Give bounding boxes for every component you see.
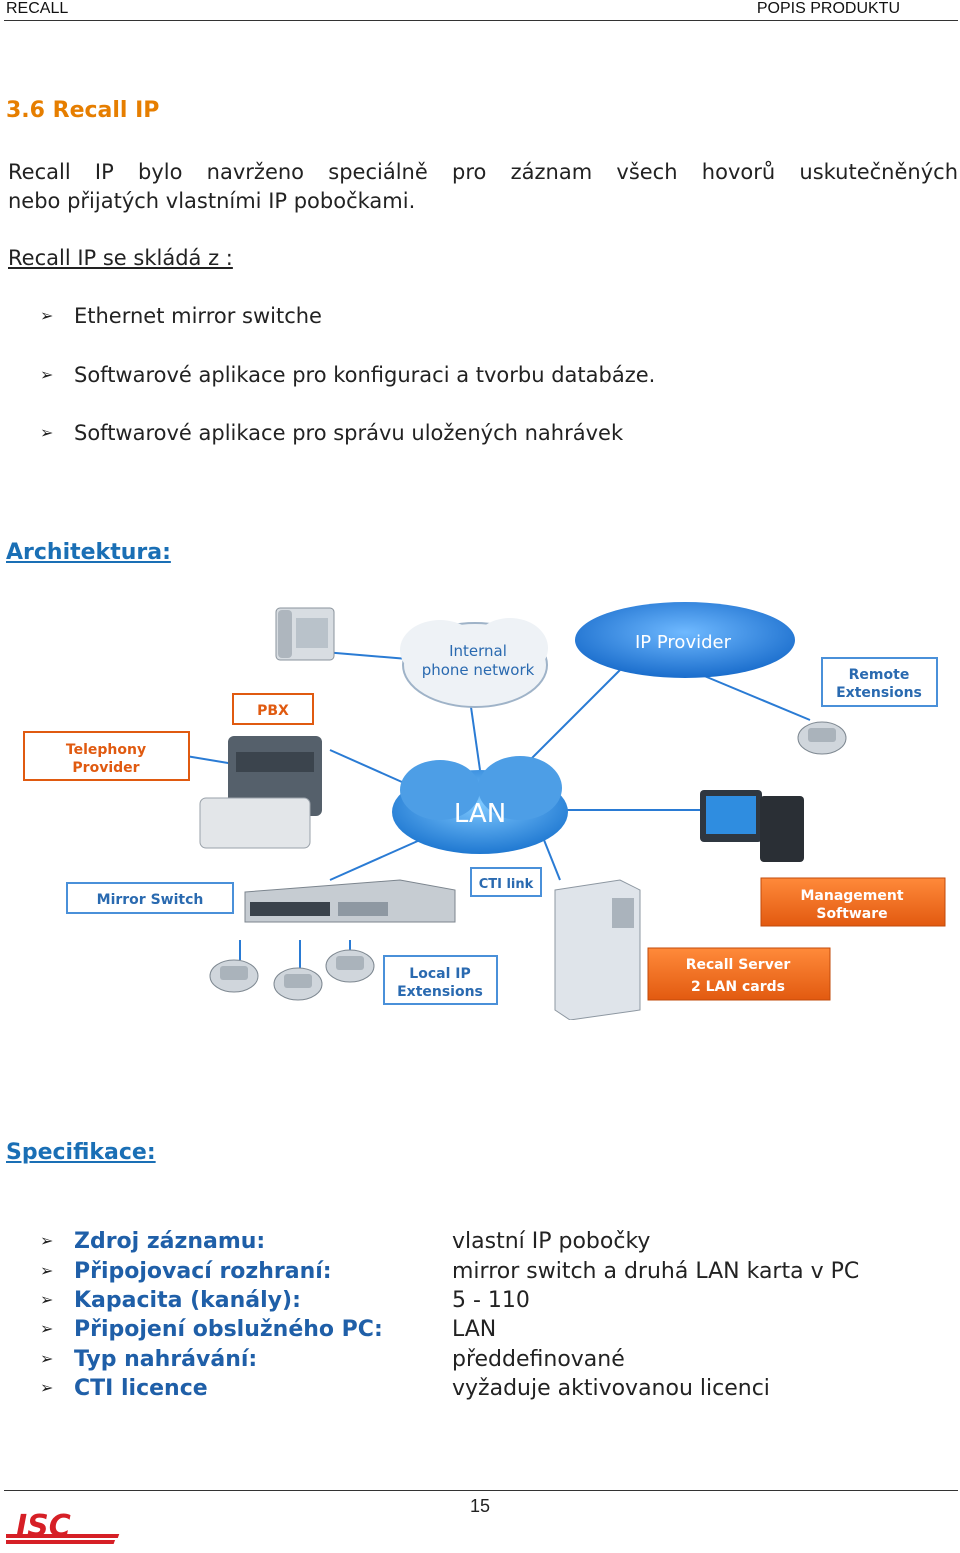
svg-text:Provider: Provider: [72, 760, 139, 776]
arrow-bullet-icon: ➢: [40, 306, 54, 325]
arrow-bullet-icon: ➢: [40, 1261, 54, 1280]
svg-text:Mirror Switch: Mirror Switch: [97, 892, 204, 908]
lan-cloud: LAN: [392, 756, 568, 854]
arrow-bullet-icon: ➢: [40, 1378, 54, 1397]
server-icon: [554, 879, 641, 1020]
svg-text:Management: Management: [800, 888, 903, 904]
management-software-box: Management Software: [760, 877, 946, 927]
architecture-heading: Architektura:: [6, 540, 171, 565]
ip-provider-cloud: IP Provider: [575, 602, 795, 678]
lan-label: LAN: [454, 799, 506, 829]
spec-row: ➢CTI licence: [40, 1376, 208, 1401]
header-left: RECALL: [6, 0, 69, 17]
spec-row: ➢Připojení obslužného PC:: [40, 1317, 383, 1342]
mirror-switch-box: Mirror Switch: [66, 882, 234, 914]
phone-icon: [275, 607, 335, 661]
svg-text:Telephony: Telephony: [66, 742, 146, 758]
section-title: 3.6 Recall IP: [6, 98, 160, 123]
spec-value: mirror switch a druhá LAN karta v PC: [452, 1259, 860, 1284]
spec-row: ➢Kapacita (kanály):: [40, 1288, 301, 1313]
svg-text:Recall Server: Recall Server: [686, 957, 791, 973]
composition-label: Recall IP se skládá z :: [8, 246, 233, 270]
arrow-bullet-icon: ➢: [40, 423, 54, 442]
arrow-bullet-icon: ➢: [40, 1319, 54, 1338]
spec-value: vyžaduje aktivovanou licenci: [452, 1376, 770, 1401]
component-item: ➢Ethernet mirror switche: [40, 304, 322, 328]
svg-text:Remote: Remote: [849, 667, 910, 683]
arrow-bullet-icon: ➢: [40, 1349, 54, 1368]
spec-value: LAN: [452, 1317, 497, 1342]
spec-row: ➢Zdroj záznamu:: [40, 1229, 266, 1254]
cti-link-box: CTI link: [470, 867, 542, 897]
svg-text:CTI link: CTI link: [479, 877, 534, 892]
pbx-box: PBX: [232, 693, 314, 725]
spec-value: vlastní IP pobočky: [452, 1229, 651, 1254]
architecture-diagram: Internal phone network IP Provider Remot…: [23, 602, 946, 1020]
phone-icon: [273, 967, 323, 1001]
remote-extensions-box: Remote Extensions: [821, 657, 938, 707]
isc-logo-icon: ISC: [6, 1510, 120, 1544]
arrow-bullet-icon: ➢: [40, 1231, 54, 1250]
svg-text:Extensions: Extensions: [836, 685, 922, 701]
spec-heading: Specifikace:: [6, 1140, 156, 1165]
internal-network-cloud: Internal phone network: [400, 618, 548, 708]
internal-network-label-2: phone network: [422, 661, 535, 679]
switch-device-icon: [244, 879, 456, 923]
spec-value: 5 - 110: [452, 1288, 530, 1313]
intro-paragraph: Recall IP bylo navrženo speciálně pro zá…: [8, 158, 958, 216]
recall-server-box: Recall Server 2 LAN cards: [647, 947, 831, 1001]
internal-network-label-1: Internal: [449, 642, 507, 660]
footer-divider: [4, 1490, 958, 1491]
spec-value: předdefinované: [452, 1347, 625, 1372]
intro-line-2: nebo přijatých vlastními IP pobočkami.: [8, 189, 416, 213]
phone-icon: [325, 949, 375, 983]
svg-text:2 LAN cards: 2 LAN cards: [691, 979, 785, 995]
svg-text:ISC: ISC: [16, 1510, 71, 1544]
component-item: ➢Softwarové aplikace pro správu uloženýc…: [40, 421, 624, 445]
component-item: ➢Softwarové aplikace pro konfiguraci a t…: [40, 363, 656, 387]
page-number: 15: [470, 1496, 491, 1516]
intro-line-1: Recall IP bylo navrženo speciálně pro zá…: [8, 160, 958, 184]
svg-text:Extensions: Extensions: [397, 984, 483, 1000]
svg-text:Software: Software: [816, 906, 887, 922]
telephony-provider-box: Telephony Provider: [23, 731, 190, 781]
local-ip-extensions-box: Local IP Extensions: [383, 955, 498, 1005]
svg-text:Local IP: Local IP: [409, 966, 470, 982]
spec-row: ➢Připojovací rozhraní:: [40, 1259, 332, 1284]
arrow-bullet-icon: ➢: [40, 365, 54, 384]
phone-icon: [797, 721, 847, 755]
header-right: POPIS PRODUKTU: [756, 0, 900, 17]
spec-row: ➢Typ nahrávání:: [40, 1347, 258, 1372]
phone-icon: [209, 959, 259, 993]
svg-text:PBX: PBX: [257, 703, 289, 719]
computer-icon: [700, 790, 804, 862]
header-divider: [4, 20, 958, 21]
arrow-bullet-icon: ➢: [40, 1290, 54, 1309]
pbx-device-icon: [199, 736, 322, 849]
ip-provider-label: IP Provider: [635, 632, 732, 653]
